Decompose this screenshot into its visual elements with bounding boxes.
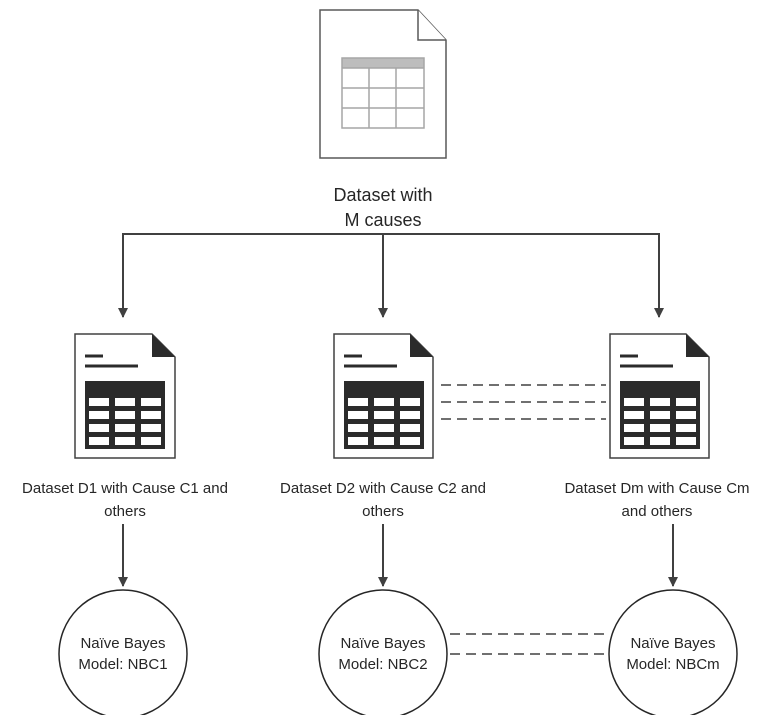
dataset-d1-label-line2: others: [104, 503, 146, 520]
source-label-line1: Dataset with: [333, 185, 432, 205]
model-ellipsis-dashes: [450, 633, 606, 655]
model-nbc1-label-line2: Model: NBC1: [78, 656, 167, 673]
source-dataset-icon: [319, 9, 447, 159]
dataset-d2-label-line2: others: [362, 503, 404, 520]
dataset-to-model-arrows: [118, 524, 678, 587]
dataset-dm-icon: [609, 333, 710, 459]
dataset-dm-label-line1: Dataset Dm with Cause Cm: [564, 480, 749, 497]
dataset-d2-icon: [333, 333, 434, 459]
model-nbc1-label-line1: Naïve Bayes: [80, 635, 165, 652]
model-nbc1-circle: [58, 589, 188, 715]
dataset-dm-label-line2: and others: [622, 503, 693, 520]
dataset-d2-label-line1: Dataset D2 with Cause C2 and: [280, 480, 486, 497]
model-nbc2-circle: [318, 589, 448, 715]
model-nbc2-label-line1: Naïve Bayes: [340, 635, 425, 652]
dataset-d1-label-line1: Dataset D1 with Cause C1 and: [22, 480, 228, 497]
model-nbcm-label-line1: Naïve Bayes: [630, 635, 715, 652]
source-split-connectors: [118, 233, 664, 318]
source-label-line2: M causes: [344, 210, 421, 230]
model-nbcm-circle: [608, 589, 738, 715]
model-nbcm-label-line2: Model: NBCm: [626, 656, 719, 673]
model-nbc2-label-line2: Model: NBC2: [338, 656, 427, 673]
dataset-ellipsis-dashes: [441, 384, 606, 420]
dataset-d1-icon: [74, 333, 176, 459]
